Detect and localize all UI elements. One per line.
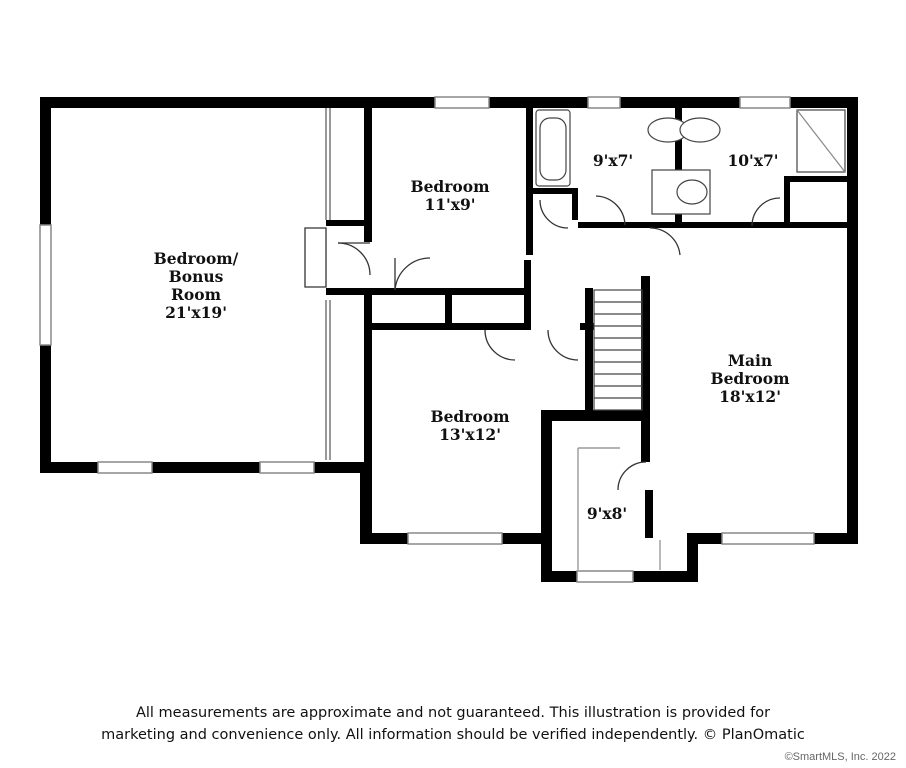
door-swings <box>304 195 781 491</box>
room-label-bath1: 9'x7' <box>578 152 648 170</box>
windows <box>39 96 815 583</box>
room-size-bath1: 9'x7' <box>592 151 634 170</box>
room-size-main: 18'x12' <box>719 387 781 406</box>
stairs <box>593 289 643 411</box>
room-label-main-bedroom: Main Bedroom 18'x12' <box>690 352 810 406</box>
room-label-closet: 9'x8' <box>572 505 642 523</box>
room-size-bonus: 21'x19' <box>165 303 227 322</box>
room-name-main-2: Bedroom <box>710 369 790 388</box>
room-name-main-1: Main <box>727 351 773 370</box>
room-size-bath2: 10'x7' <box>727 151 779 170</box>
room-name-bonus-3: Room <box>171 285 221 304</box>
bath-fixtures <box>535 109 846 215</box>
room-size-closet: 9'x8' <box>586 504 628 523</box>
copyright-text: ©SmartMLS, Inc. 2022 <box>784 751 896 763</box>
room-label-bath2: 10'x7' <box>718 152 788 170</box>
room-name-bedroom-bottom: Bedroom <box>430 407 510 426</box>
room-label-bedroom-bottom: Bedroom 13'x12' <box>410 408 530 444</box>
room-label-bonus: Bedroom/ Bonus Room 21'x19' <box>136 250 256 322</box>
closet-shelf <box>577 447 661 570</box>
disclaimer-line-2: marketing and convenience only. All info… <box>101 727 805 743</box>
room-size-bedroom-bottom: 13'x12' <box>439 425 501 444</box>
closet-lines <box>325 108 331 460</box>
room-name-bonus-2: Bonus <box>168 267 224 286</box>
interior-walls <box>326 97 848 540</box>
room-label-bedroom-top: Bedroom 11'x9' <box>390 178 510 214</box>
floor-plan <box>39 96 858 583</box>
room-size-bedroom-top: 11'x9' <box>424 195 476 214</box>
disclaimer-line-1: All measurements are approximate and not… <box>135 705 771 721</box>
room-name-bedroom-top: Bedroom <box>410 177 490 196</box>
room-name-bonus-1: Bedroom/ <box>153 249 239 268</box>
